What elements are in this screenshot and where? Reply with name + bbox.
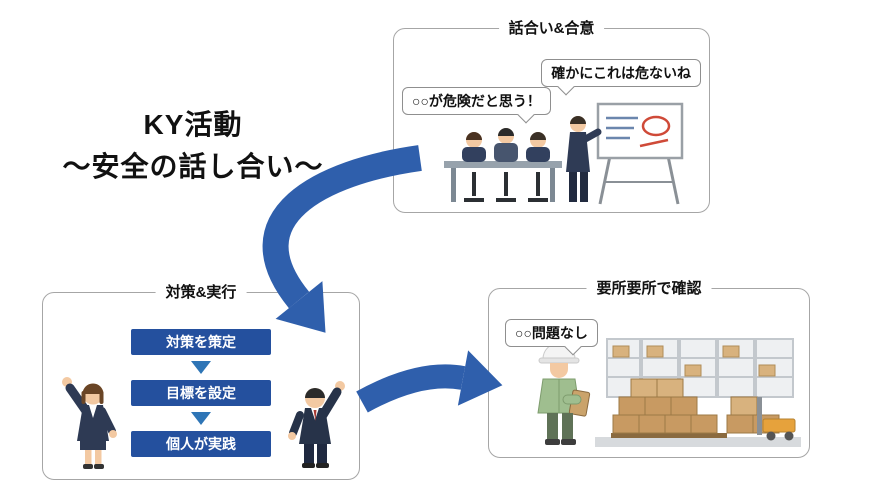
check-box-label: 要所要所で確認 [586,277,712,298]
meeting-table [444,161,562,202]
step-down-arrow-icon [191,361,211,374]
speech-bubble-agreement: 確かにこれは危ないね [541,59,701,87]
action-box: 対策&実行 対策を策定 目標を設定 個人が実践 [42,281,360,480]
cheering-man-illustration [288,381,345,468]
meeting-illustration [444,102,684,205]
cheering-woman-illustration [62,377,117,469]
title-line2: 〜安全の話し合い〜 [62,151,324,182]
warehouse-floor [595,437,801,447]
speech-bubble-danger-claim: ○○が危険だと思う！ [402,87,551,115]
action-box-label: 対策&実行 [155,281,247,302]
presenter-figure [566,116,602,202]
action-steps: 対策を策定 目標を設定 個人が実践 [131,329,271,457]
discussion-box-label: 話合い&合意 [498,17,605,38]
whiteboard-icon [596,102,684,205]
step-button-plan: 対策を策定 [131,329,271,355]
warehouse-scene-illustration [537,338,801,447]
pallet-jack-icon [757,397,796,441]
check-box: 要所要所で確認 ○○問題なし [488,277,810,458]
office-chairs [464,172,548,202]
pallet [611,433,727,438]
step-button-practice: 個人が実践 [131,431,271,457]
seated-attendees [462,128,550,162]
title-line1: KY活動 [143,109,243,140]
step-button-goal: 目標を設定 [131,380,271,406]
discussion-box: 話合い&合意 ○○が危険だと思う！ 確かにこれは危ないね [393,17,710,213]
arrow-action-to-check [356,350,503,413]
site-worker-illustration [537,342,591,445]
diagram-title: KY活動 〜安全の話し合い〜 [28,104,358,188]
step-down-arrow-icon [191,412,211,425]
speech-bubble-no-problem: ○○問題なし [505,319,598,347]
